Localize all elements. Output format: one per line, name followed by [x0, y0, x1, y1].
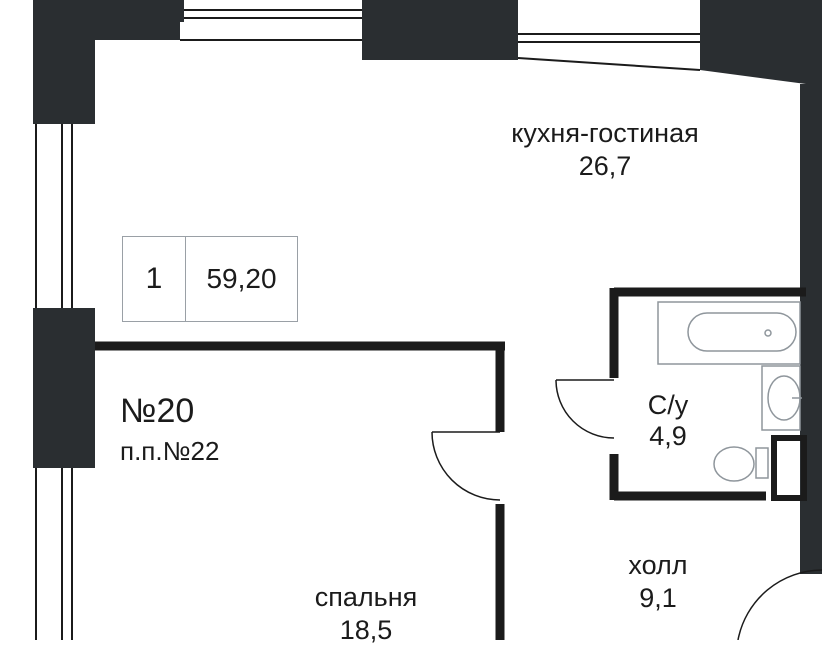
entrance-door — [737, 569, 822, 640]
room-area: 9,1 — [639, 583, 677, 613]
room-name: кухня-гостиная — [511, 118, 699, 148]
room-area: 26,7 — [578, 151, 632, 181]
left-window-2 — [35, 468, 73, 640]
room-label-kitchen-living: кухня-гостиная 26,7 — [470, 120, 740, 180]
rooms-count: 1 — [123, 237, 186, 321]
room-label-bedroom: спальня 18,5 — [286, 584, 446, 644]
room-label-bathroom: С/у 4,9 — [628, 392, 708, 450]
room-name: спальня — [314, 582, 418, 612]
toilet — [713, 446, 769, 482]
left-window-1 — [35, 124, 73, 308]
room-area: 4,9 — [649, 421, 687, 451]
top-window-1 — [180, 9, 362, 41]
bedroom-door — [431, 431, 501, 501]
room-area: 18,5 — [339, 615, 393, 645]
room-label-hall: холл 9,1 — [608, 552, 708, 612]
bathroom-door — [555, 379, 615, 439]
shaft — [771, 435, 807, 501]
bathtub — [657, 301, 801, 365]
interior-walls — [95, 287, 806, 640]
top-window-2 — [517, 33, 701, 71]
pp-number: п.п.№22 — [120, 436, 220, 466]
total-area: 59,20 — [206, 263, 277, 294]
apartment-summary: 1 59,20 — [122, 236, 298, 322]
room-name: С/у — [647, 390, 689, 420]
apartment-number: №20 — [120, 392, 195, 430]
sink — [761, 365, 802, 431]
outer-walls — [33, 0, 822, 574]
room-name: холл — [628, 550, 688, 580]
